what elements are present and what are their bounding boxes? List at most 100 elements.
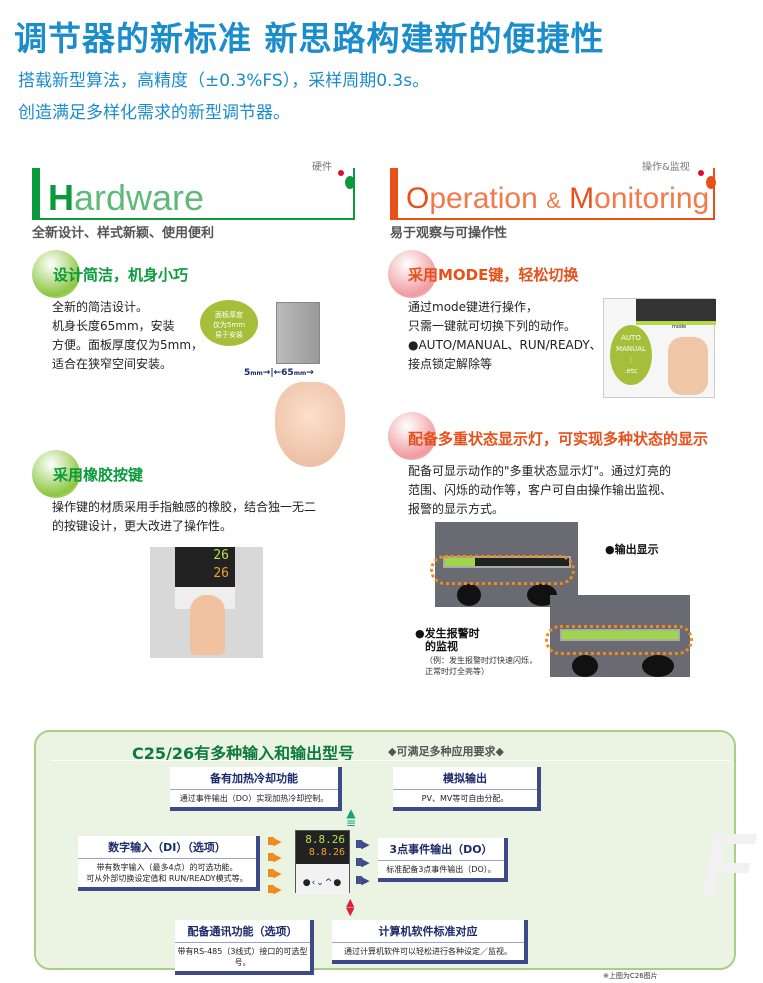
orange-dot-icon [706, 176, 716, 189]
models-subtitle: ◆可满足多种应用要求◆ [388, 745, 504, 758]
section-title: 采用MODE键，轻松切换 [408, 266, 579, 284]
controller-keys: ●‹⌄^● [296, 864, 349, 894]
hardware-tagline: 全新设计、样式新颖、使用便利 [32, 226, 215, 241]
operation-header: Operation & Monitoring 操作&监视 [390, 162, 716, 220]
dim-length: 65 [281, 368, 294, 378]
feature-title: 数字输入（DI）（选项） [78, 836, 256, 859]
operation-tagline: 易于观察与可操作性 [390, 226, 508, 241]
body-line: 全新的简洁设计。 [52, 300, 149, 314]
alarm-label-line: ●发生报警时 [415, 627, 480, 640]
hardware-tag: 硬件 [312, 162, 332, 173]
feature-pc-software: 计算机软件标准对应通过计算机软件可以轻松进行各种设定／监视。 [332, 920, 528, 964]
device-side-image [276, 302, 320, 364]
alarm-highlight [545, 625, 693, 655]
up-arrow-icon: ▲≡ [346, 806, 357, 830]
pv-display: 26 [213, 548, 229, 563]
operation-cap: O [406, 182, 430, 215]
body-line: 通过mode键进行操作， [408, 300, 539, 314]
pink-ball-icon [388, 250, 436, 298]
input-arrows-icon: III▶III▶III▶III▶ [267, 835, 282, 896]
section-title: 设计简洁，机身小巧 [53, 266, 189, 284]
feature-title: 模拟输出 [393, 767, 537, 790]
sv-display: 26 [213, 566, 229, 581]
amp: & [546, 188, 561, 213]
bubble-line: MANUAL [616, 345, 646, 353]
alarm-label-line: 的监视 [425, 640, 458, 653]
body-line: 的按键设计，更大改进了操作性。 [52, 519, 233, 533]
alarm-note-line: 正常时灯全亮等） [425, 667, 489, 676]
mode-key-image: mode AUTO MANUAL ⋮ .etc [603, 298, 716, 398]
controller-image: 8.8.26 8.8.26 ●‹⌄^● [295, 830, 350, 894]
section-title: 配备多重状态显示灯，可实现多种状态的显示 [408, 430, 709, 448]
red-dot-icon [698, 170, 704, 176]
body-line: 操作键的材质采用手指触感的橡胶，结合独一无二 [52, 500, 317, 514]
models-title: C25/26有多种输入和输出型号 [132, 744, 355, 763]
body-line: 适合在狭窄空间安装。 [52, 357, 173, 371]
feature-title: 配备通讯功能（选项） [175, 920, 310, 943]
alarm-note-line: （例：发生报警时灯快速闪烁， [425, 656, 537, 665]
feature-title: 3点事件输出（DO） [378, 838, 504, 861]
hardware-cap: H [48, 177, 74, 218]
unit: mm [250, 370, 263, 377]
feature-event-output: 3点事件输出（DO） 标准配备3点事件输出（DO）。 [378, 838, 508, 882]
bubble-line: 仅为5mm [212, 321, 246, 329]
operation-tag: 操作&监视 [642, 162, 690, 173]
subtitle-2: 创造满足多样化需求的新型调节器。 [18, 103, 290, 123]
bubble-line: AUTO [621, 334, 641, 342]
body-line: 机身长度65mm，安装 [52, 319, 175, 333]
section-title: 采用橡胶按键 [53, 466, 144, 484]
monitoring-cap: M [569, 182, 595, 215]
pink-ball-icon [388, 412, 436, 460]
bubble-line: .etc [624, 367, 638, 375]
dim-thickness: 5 [244, 368, 251, 378]
feature-desc: 通过事件输出（DO）实现加热冷却控制。 [179, 794, 329, 803]
green-ball-icon [32, 450, 80, 498]
body-line: 报警的显示方式。 [408, 502, 505, 516]
body-line: 只需一键就可切换下列的动作。 [408, 319, 577, 333]
feature-desc: PV、MV等可自由分配。 [421, 794, 509, 803]
feature-analog-output: 模拟输出 PV、MV等可自由分配。 [393, 767, 541, 811]
output-arrows-icon: III▶III▶III▶ [355, 838, 370, 887]
body-line: 接点锁定解除等 [408, 357, 493, 371]
body-line: 方便。面板厚度仅为5mm， [52, 338, 204, 352]
feature-desc: 带有数字输入（最多4点）的可选功能。 可从外部切换设定值和 RUN/READY模… [86, 863, 248, 883]
dimension-label: 5mm→|←65mm→ [244, 368, 314, 378]
feature-title: 备有加热冷却功能 [170, 767, 338, 790]
red-dot-icon [338, 170, 344, 176]
feature-desc: 带有RS-485（3线式）接口的可选型号。 [177, 947, 308, 967]
feature-heating-cooling: 备有加热冷却功能通过事件输出（DO）实现加热冷却控制。 [170, 767, 342, 811]
bubble-line: ⋮ [627, 356, 635, 364]
footnote: ※上图为C26图片 [603, 972, 658, 980]
updown-arrow-icon: ▲▼ [346, 896, 355, 918]
alarm-note: （例：发生报警时灯快速闪烁， 正常时灯全亮等） [425, 655, 537, 677]
mode-key-label: mode [672, 324, 687, 330]
body-line: 配备可显示动作的"多重状态显示灯"。通过灯亮的 [408, 464, 672, 478]
speech-bubble: 面板厚度仅为5mm 易于安装 [200, 300, 258, 346]
hardware-header: Hardware 硬件 [32, 162, 355, 220]
hand-image [275, 382, 345, 467]
feature-digital-input: 数字输入（DI）（选项） 带有数字输入（最多4点）的可选功能。 可从外部切换设定值… [78, 836, 260, 891]
feature-desc: 通过计算机软件可以轻松进行各种设定／监视。 [344, 947, 512, 956]
feature-communication: 配备通讯功能（选项） 带有RS-485（3线式）接口的可选型号。 [175, 920, 314, 975]
output-highlight [430, 555, 575, 585]
page-title: 调节器的新标准 新思路构建新的便捷性 [14, 19, 605, 58]
green-ball-icon [32, 250, 80, 298]
green-dot-icon [345, 176, 355, 189]
watermark: F [700, 816, 755, 916]
operation-word: peration [429, 182, 538, 215]
feature-title: 计算机软件标准对应 [332, 920, 524, 943]
body-line: 范围、闪烁的动作等，客户可自由操作输出监视、 [408, 483, 673, 497]
pv-display: 8.8.26 [305, 833, 345, 846]
hardware-word: ardware [74, 177, 205, 218]
monitoring-word: onitoring [594, 182, 710, 215]
feature-desc: 标准配备3点事件输出（DO）。 [386, 865, 496, 874]
bubble-line: 面板厚度 [215, 311, 243, 319]
unit: mm [293, 370, 307, 377]
alarm-label: ●发生报警时的监视 [415, 627, 480, 653]
sv-display: 8.8.26 [308, 847, 345, 858]
body-line: ●AUTO/MANUAL、RUN/READY、 [408, 338, 602, 352]
subtitle-1: 搭载新型算法，高精度（±0.3%FS），采样周期0.3s。 [18, 71, 430, 91]
output-label: ●输出显示 [605, 543, 659, 556]
bubble-line: 易于安装 [215, 331, 243, 339]
